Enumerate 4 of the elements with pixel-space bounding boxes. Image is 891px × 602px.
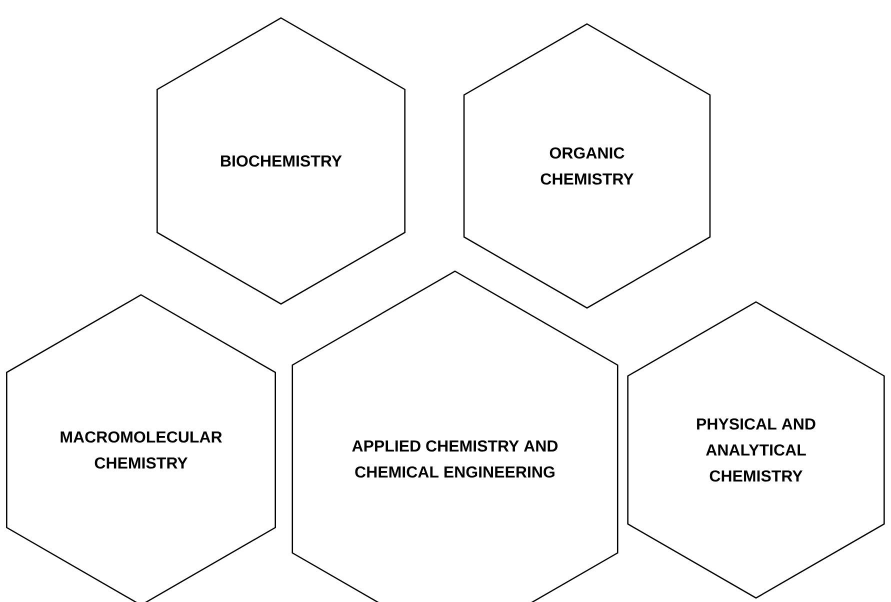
hexagon-box: PHYSICAL AND ANALYTICAL CHEMISTRY <box>627 301 885 599</box>
hexagon-box: MACROMOLECULAR CHEMISTRY <box>6 294 276 602</box>
hexagon-box: ORGANIC CHEMISTRY <box>463 23 711 309</box>
hexagon-box: BIOCHEMISTRY <box>156 17 406 305</box>
